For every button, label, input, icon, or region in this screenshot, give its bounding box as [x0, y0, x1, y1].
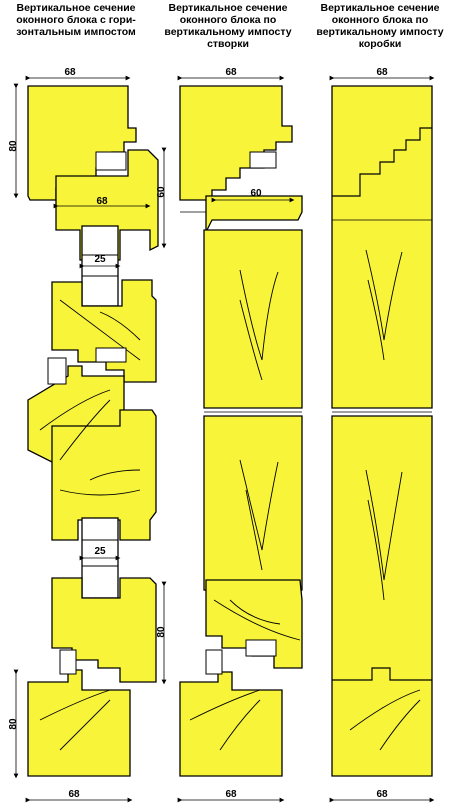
dim-c1-inner: 68	[96, 196, 108, 207]
title-column-2: Вертикальное сечение оконного блока по в…	[164, 2, 292, 50]
dim-c2-bottom: 68	[225, 789, 237, 800]
title-column-1: Вертикальное сечение оконного блока с го…	[16, 2, 136, 38]
dim-c3-bottom: 68	[376, 789, 388, 800]
dim-c2-top: 68	[225, 67, 237, 78]
col3-upper-profile	[331, 85, 433, 409]
dim-c1-left2: 80	[8, 718, 19, 730]
col3-bottom-notch	[332, 667, 432, 681]
upper-sash-lower	[51, 279, 157, 383]
dim-c1-left: 80	[8, 140, 19, 152]
dim-c1-bottom: 68	[68, 789, 80, 800]
dim-c1-top: 68	[64, 67, 76, 78]
title-column-3: Вертикальное сечение оконного блока по в…	[316, 2, 444, 50]
dim-c1-glass2: 25	[94, 546, 106, 557]
col2-top-frame	[179, 85, 293, 201]
dim-c2-inner: 60	[250, 188, 262, 199]
col2-bottom-frame	[179, 671, 283, 777]
col2-upper-sash	[205, 195, 303, 233]
bottom-frame-profile	[27, 669, 131, 777]
col3-lower-profile	[331, 415, 433, 777]
dim-c1-right2: 80	[156, 626, 167, 638]
col2-sash-body-2	[203, 415, 303, 591]
col2-sash-body-1	[203, 229, 303, 409]
dim-c1-glass1: 25	[94, 254, 106, 265]
dim-c1-right: 60	[156, 186, 167, 198]
col3-step-contour	[332, 127, 432, 197]
dim-c3-top: 68	[376, 67, 388, 78]
